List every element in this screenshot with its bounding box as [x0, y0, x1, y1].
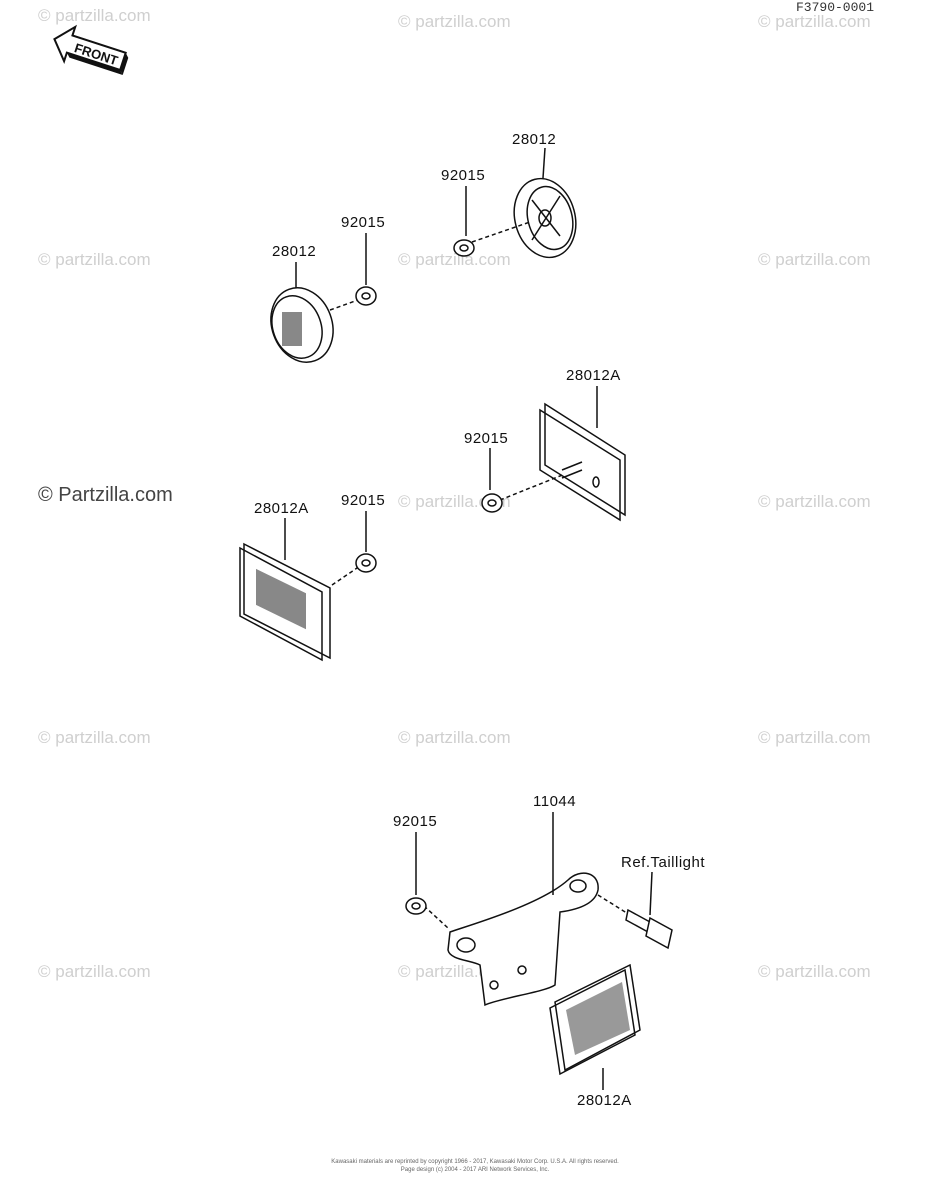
watermark: © partzilla.com [398, 728, 511, 747]
assembly-line [597, 894, 631, 916]
copyright-footer: Kawasaki materials are reprinted by copy… [0, 1158, 950, 1174]
bracket [447, 872, 599, 1007]
watermark: © partzilla.com [38, 6, 151, 25]
watermark: © partzilla.com [758, 12, 871, 31]
watermark: © partzilla.com [758, 492, 871, 511]
callout-92015-top-left: 92015 [341, 214, 386, 231]
callout-28012A-mid-right: 28012A [566, 367, 621, 384]
watermark: © partzilla.com [758, 728, 871, 747]
front-arrow-icon: FRONT [53, 24, 129, 75]
watermark: © partzilla.com [758, 962, 871, 981]
rect-reflector-back [539, 402, 626, 522]
assembly-line [499, 473, 566, 501]
callout-28012-top-left: 28012 [272, 243, 317, 260]
watermark: © partzilla.com [398, 250, 511, 269]
callout-28012A-mid-left: 28012A [254, 500, 309, 517]
round-reflector-back [513, 177, 577, 259]
bolt [625, 908, 673, 950]
callout-28012A-bottom: 28012A [577, 1092, 632, 1109]
nut-bottom [405, 897, 427, 915]
callout-92015-mid-right: 92015 [464, 430, 509, 447]
assembly-line [423, 905, 449, 929]
diagram-reference-code: F3790-0001 [796, 0, 875, 15]
copyright-line-2: Page design (c) 2004 - 2017 ARI Network … [400, 1167, 550, 1173]
watermark: © partzilla.com [38, 250, 151, 269]
leader-line [542, 147, 546, 179]
copyright-line-1: Kawasaki materials are reprinted by copy… [331, 1159, 619, 1165]
rect-reflector-front [239, 542, 331, 662]
watermark: © partzilla.com [758, 250, 871, 269]
callout-92015-bottom: 92015 [393, 813, 438, 830]
leader-line [649, 871, 653, 916]
callout-28012-top-right: 28012 [512, 131, 557, 148]
callout-ref-taillight: Ref.Taillight [621, 854, 706, 871]
watermark: © partzilla.com [38, 728, 151, 747]
nut-mid-left [355, 553, 377, 573]
watermark-main: © Partzilla.com [38, 484, 173, 506]
watermark: © partzilla.com [38, 962, 151, 981]
callout-92015-mid-left: 92015 [341, 492, 386, 509]
nut-top-right [453, 239, 475, 257]
round-reflector-front [270, 287, 334, 363]
callout-11044-bracket: 11044 [533, 793, 577, 810]
watermark: © partzilla.com [398, 12, 511, 31]
rect-reflector-bottom [549, 963, 641, 1076]
assembly-line [471, 221, 531, 243]
callout-92015-top-right: 92015 [441, 167, 486, 184]
nut-mid-right [481, 493, 503, 513]
nut-top-left [355, 286, 377, 306]
assembly-line [331, 565, 361, 586]
assembly-line [329, 299, 359, 311]
